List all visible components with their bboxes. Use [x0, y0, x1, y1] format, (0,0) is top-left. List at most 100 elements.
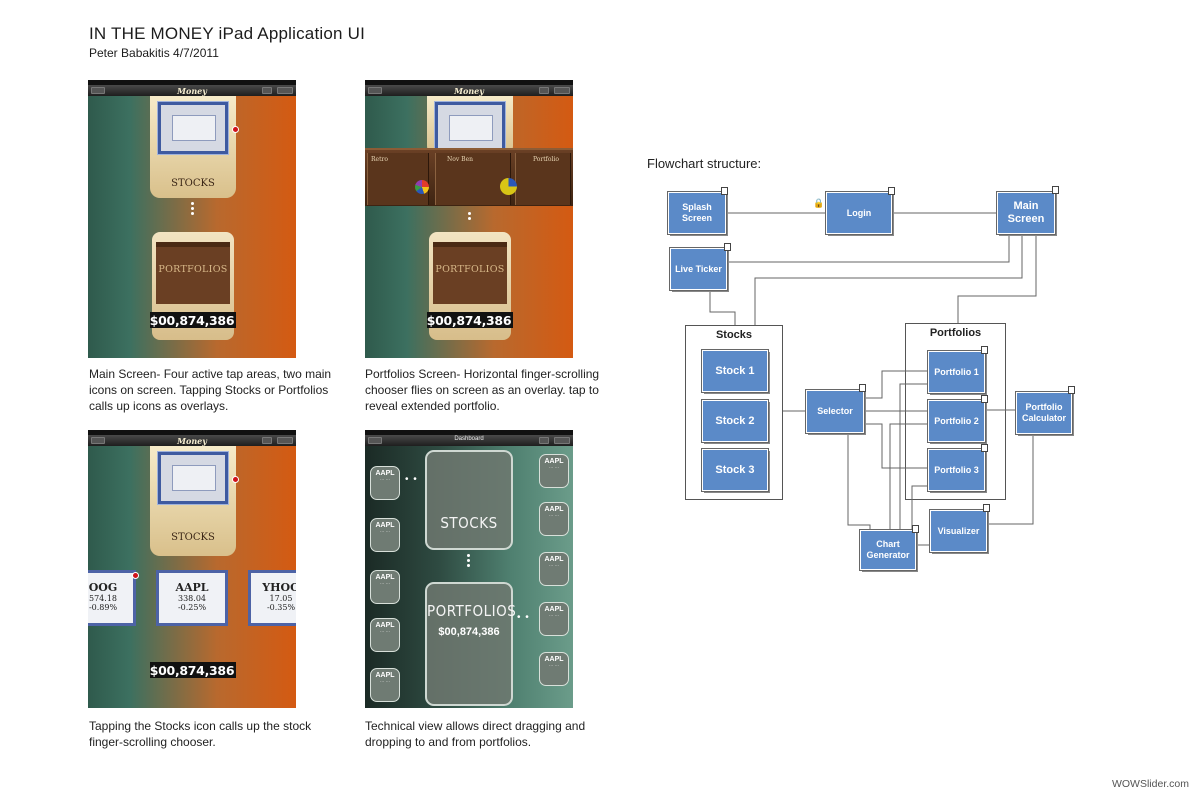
nav-right-button[interactable]: [262, 437, 272, 444]
status-bar: [365, 430, 573, 435]
node-selector[interactable]: Selector: [805, 389, 865, 434]
nav-right-button[interactable]: [539, 87, 549, 94]
portfolios-label: PORTFOLIOS: [158, 264, 228, 275]
draggable-stock-tile[interactable]: AAPL··· ···: [539, 652, 569, 686]
node-portfolio-calculator[interactable]: Portfolio Calculator: [1015, 391, 1073, 435]
connector: [847, 433, 871, 530]
node-splash-screen[interactable]: Splash Screen: [667, 191, 727, 235]
node-portfolio-1[interactable]: Portfolio 1: [927, 350, 986, 394]
node-portfolio-3[interactable]: Portfolio 3: [927, 448, 986, 492]
document-icon: [981, 444, 988, 452]
stock-chooser-mockup: Money STOCKS OOG 574.18 -0.89% AAPL 338.…: [88, 430, 296, 708]
portfolios-label: PORTFOLIOS: [427, 602, 517, 620]
stocks-label: STOCKS: [171, 532, 215, 543]
node-main-screen[interactable]: Main Screen: [996, 191, 1056, 235]
stock-symbol: OOG: [88, 581, 118, 594]
draggable-stock-tile[interactable]: AAPL··· ···: [539, 454, 569, 488]
node-live-ticker[interactable]: Live Ticker: [669, 247, 728, 291]
draggable-stock-tile[interactable]: AAPL··· ···: [370, 570, 400, 604]
caption-main-screen: Main Screen- Four active tap areas, two …: [89, 367, 332, 413]
draggable-stock-tile[interactable]: AAPL··· ···: [539, 602, 569, 636]
nav-left-button[interactable]: [91, 87, 105, 94]
status-bar: [88, 80, 296, 85]
portfolios-drop-zone[interactable]: PORTFOLIOS $00,874,386: [425, 582, 517, 706]
draggable-stock-tile[interactable]: AAPL··· ···: [370, 466, 400, 500]
stocks-tap-area[interactable]: STOCKS: [150, 446, 236, 556]
draggable-stock-tile[interactable]: AAPL··· ···: [539, 552, 569, 586]
document-icon: [981, 346, 988, 354]
portfolio-tab-label: Portfolio: [533, 156, 559, 163]
nav-edit-button[interactable]: [554, 87, 570, 94]
tile-symbol: AAPL: [544, 458, 564, 465]
connector: [911, 485, 928, 530]
document-icon: [859, 384, 866, 392]
node-login[interactable]: Login: [825, 191, 893, 235]
tile-symbol: AAPL: [375, 470, 395, 477]
document-author: Peter Babakitis 4/7/2011: [89, 46, 219, 60]
value-background: [150, 662, 236, 678]
nav-left-button[interactable]: [368, 87, 382, 94]
tile-symbol: AAPL: [544, 656, 564, 663]
connector: [864, 410, 929, 418]
pie-chart-icon: [500, 178, 517, 195]
connector-dots: [467, 554, 471, 569]
stocks-tap-area[interactable]: [427, 96, 513, 156]
value-background: [427, 312, 513, 328]
connector-dots: [468, 212, 472, 222]
stock-card[interactable]: AAPL 338.04 -0.25%: [156, 570, 228, 626]
stock-change: -0.89%: [88, 603, 118, 612]
stock-certificate-icon: [157, 101, 229, 155]
connector: [727, 234, 1010, 263]
node-visualizer[interactable]: Visualizer: [929, 509, 988, 553]
draggable-stock-tile[interactable]: AAPL··· ···: [539, 502, 569, 536]
nav-edit-button[interactable]: [277, 437, 293, 444]
nav-edit-button[interactable]: [277, 87, 293, 94]
app-logo: Money: [177, 436, 207, 446]
portfolio-folder[interactable]: [435, 153, 511, 205]
nav-left-button[interactable]: [91, 437, 105, 444]
portfolio-value: $00,874,386: [438, 626, 500, 638]
nav-edit-button[interactable]: [554, 437, 570, 444]
portfolio-folder[interactable]: [515, 153, 571, 205]
portfolio-value: $00,874,386: [149, 663, 235, 678]
document-icon: [724, 243, 731, 251]
status-bar: [365, 80, 573, 85]
nav-left-button[interactable]: [368, 437, 382, 444]
connector-dots: • •: [517, 612, 530, 623]
stocks-drop-zone[interactable]: STOCKS: [425, 450, 513, 550]
connector: [889, 423, 928, 530]
node-stock-1[interactable]: Stock 1: [701, 349, 769, 393]
draggable-stock-tile[interactable]: AAPL··· ···: [370, 668, 400, 702]
node-stock-2[interactable]: Stock 2: [701, 399, 769, 443]
draggable-stock-tile[interactable]: AAPL··· ···: [370, 618, 400, 652]
stock-card[interactable]: OOG 574.18 -0.89%: [88, 570, 136, 626]
technical-view-mockup: Dashboard STOCKS PORTFOLIOS $00,874,386 …: [365, 430, 573, 708]
node-chart-generator[interactable]: Chart Generator: [859, 529, 917, 571]
portfolio-value: $00,874,386: [426, 313, 512, 328]
stock-chooser[interactable]: OOG 574.18 -0.89% AAPL 338.04 -0.25% YHO…: [88, 570, 296, 628]
stock-card[interactable]: YHOO 17.05 -0.35%: [248, 570, 296, 626]
document-icon: [888, 187, 895, 195]
portfolio-chooser-overlay[interactable]: Retro Nov Ben Portfolio: [365, 148, 573, 206]
folder-icon: [433, 242, 507, 304]
connector: [709, 290, 736, 325]
stock-change: -0.35%: [266, 603, 296, 612]
nav-bar: Money: [365, 85, 573, 96]
tile-symbol: AAPL: [375, 672, 395, 679]
portfolio-folder[interactable]: [367, 153, 429, 205]
stock-certificate-icon: [434, 101, 506, 155]
stocks-tap-area[interactable]: STOCKS: [150, 96, 236, 198]
flowchart-title: Flowchart structure:: [647, 156, 762, 171]
main-screen-mockup: Money STOCKS PORTFOLIOS $00,874,386: [88, 80, 296, 358]
document-icon: [912, 525, 919, 533]
draggable-stock-tile[interactable]: AAPL··· ···: [370, 518, 400, 552]
node-stock-3[interactable]: Stock 3: [701, 448, 769, 492]
caption-technical-view: Technical view allows direct dragging an…: [365, 719, 586, 749]
nav-right-button[interactable]: [539, 437, 549, 444]
nav-right-button[interactable]: [262, 87, 272, 94]
node-portfolio-2[interactable]: Portfolio 2: [927, 399, 986, 443]
stock-price: 17.05: [269, 594, 293, 603]
connector: [899, 383, 928, 530]
connector-dots: [191, 202, 195, 217]
